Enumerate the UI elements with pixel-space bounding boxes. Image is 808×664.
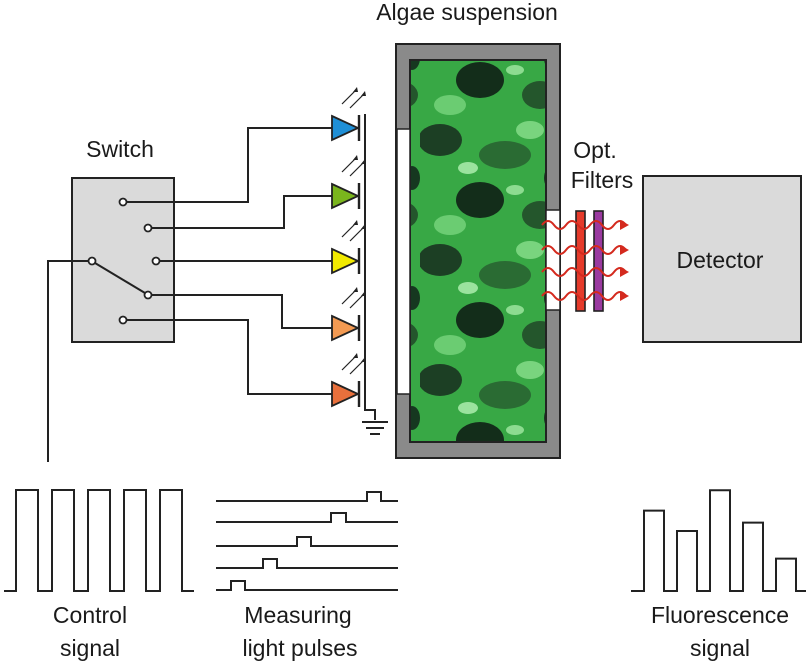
algae-suspension (409, 59, 547, 443)
optical-filters-label-line2: Filters (571, 167, 634, 193)
wires (47, 114, 388, 462)
measuring-light-pulses-label-line2: light pulses (242, 635, 357, 661)
algae-suspension-label: Algae suspension (376, 0, 558, 25)
fluorescence-signal-label-line2: signal (690, 635, 750, 661)
switch-contact (151, 256, 161, 266)
led-red-orange (331, 353, 366, 408)
fluorescence-signal-waveform (631, 489, 806, 592)
detector-label: Detector (677, 247, 764, 273)
led-blue (331, 87, 366, 142)
switch-lever (94, 262, 146, 294)
switch-contact (143, 290, 153, 300)
switch-contact (118, 197, 128, 207)
optical-filter-red (575, 210, 586, 312)
led-yellow (331, 220, 366, 275)
led-orange (331, 287, 366, 342)
cuvette-window-left (396, 128, 411, 395)
measuring-light-pulses-label-line1: Measuring (244, 602, 351, 628)
control-signal-label-line1: Control (53, 602, 127, 628)
switch-contact (143, 223, 153, 233)
led-green (331, 155, 366, 210)
cuvette-window-right (545, 209, 561, 311)
cuvette (395, 43, 561, 459)
emission-arrowheads (620, 220, 629, 301)
fluorescence-emission (541, 220, 627, 301)
control-signal-label-line2: signal (60, 635, 120, 661)
control-signal-waveform (4, 489, 194, 592)
optical-filter-purple (593, 210, 604, 312)
switch-contact (118, 315, 128, 325)
fluorescence-signal-label-line1: Fluorescence (651, 602, 789, 628)
detector-box (642, 175, 802, 343)
switch-pivot (87, 256, 97, 266)
switch-label: Switch (86, 136, 154, 162)
optical-filters-label-line1: Opt. (573, 137, 616, 163)
led-array (331, 87, 366, 408)
measuring-light-pulses (216, 491, 398, 591)
